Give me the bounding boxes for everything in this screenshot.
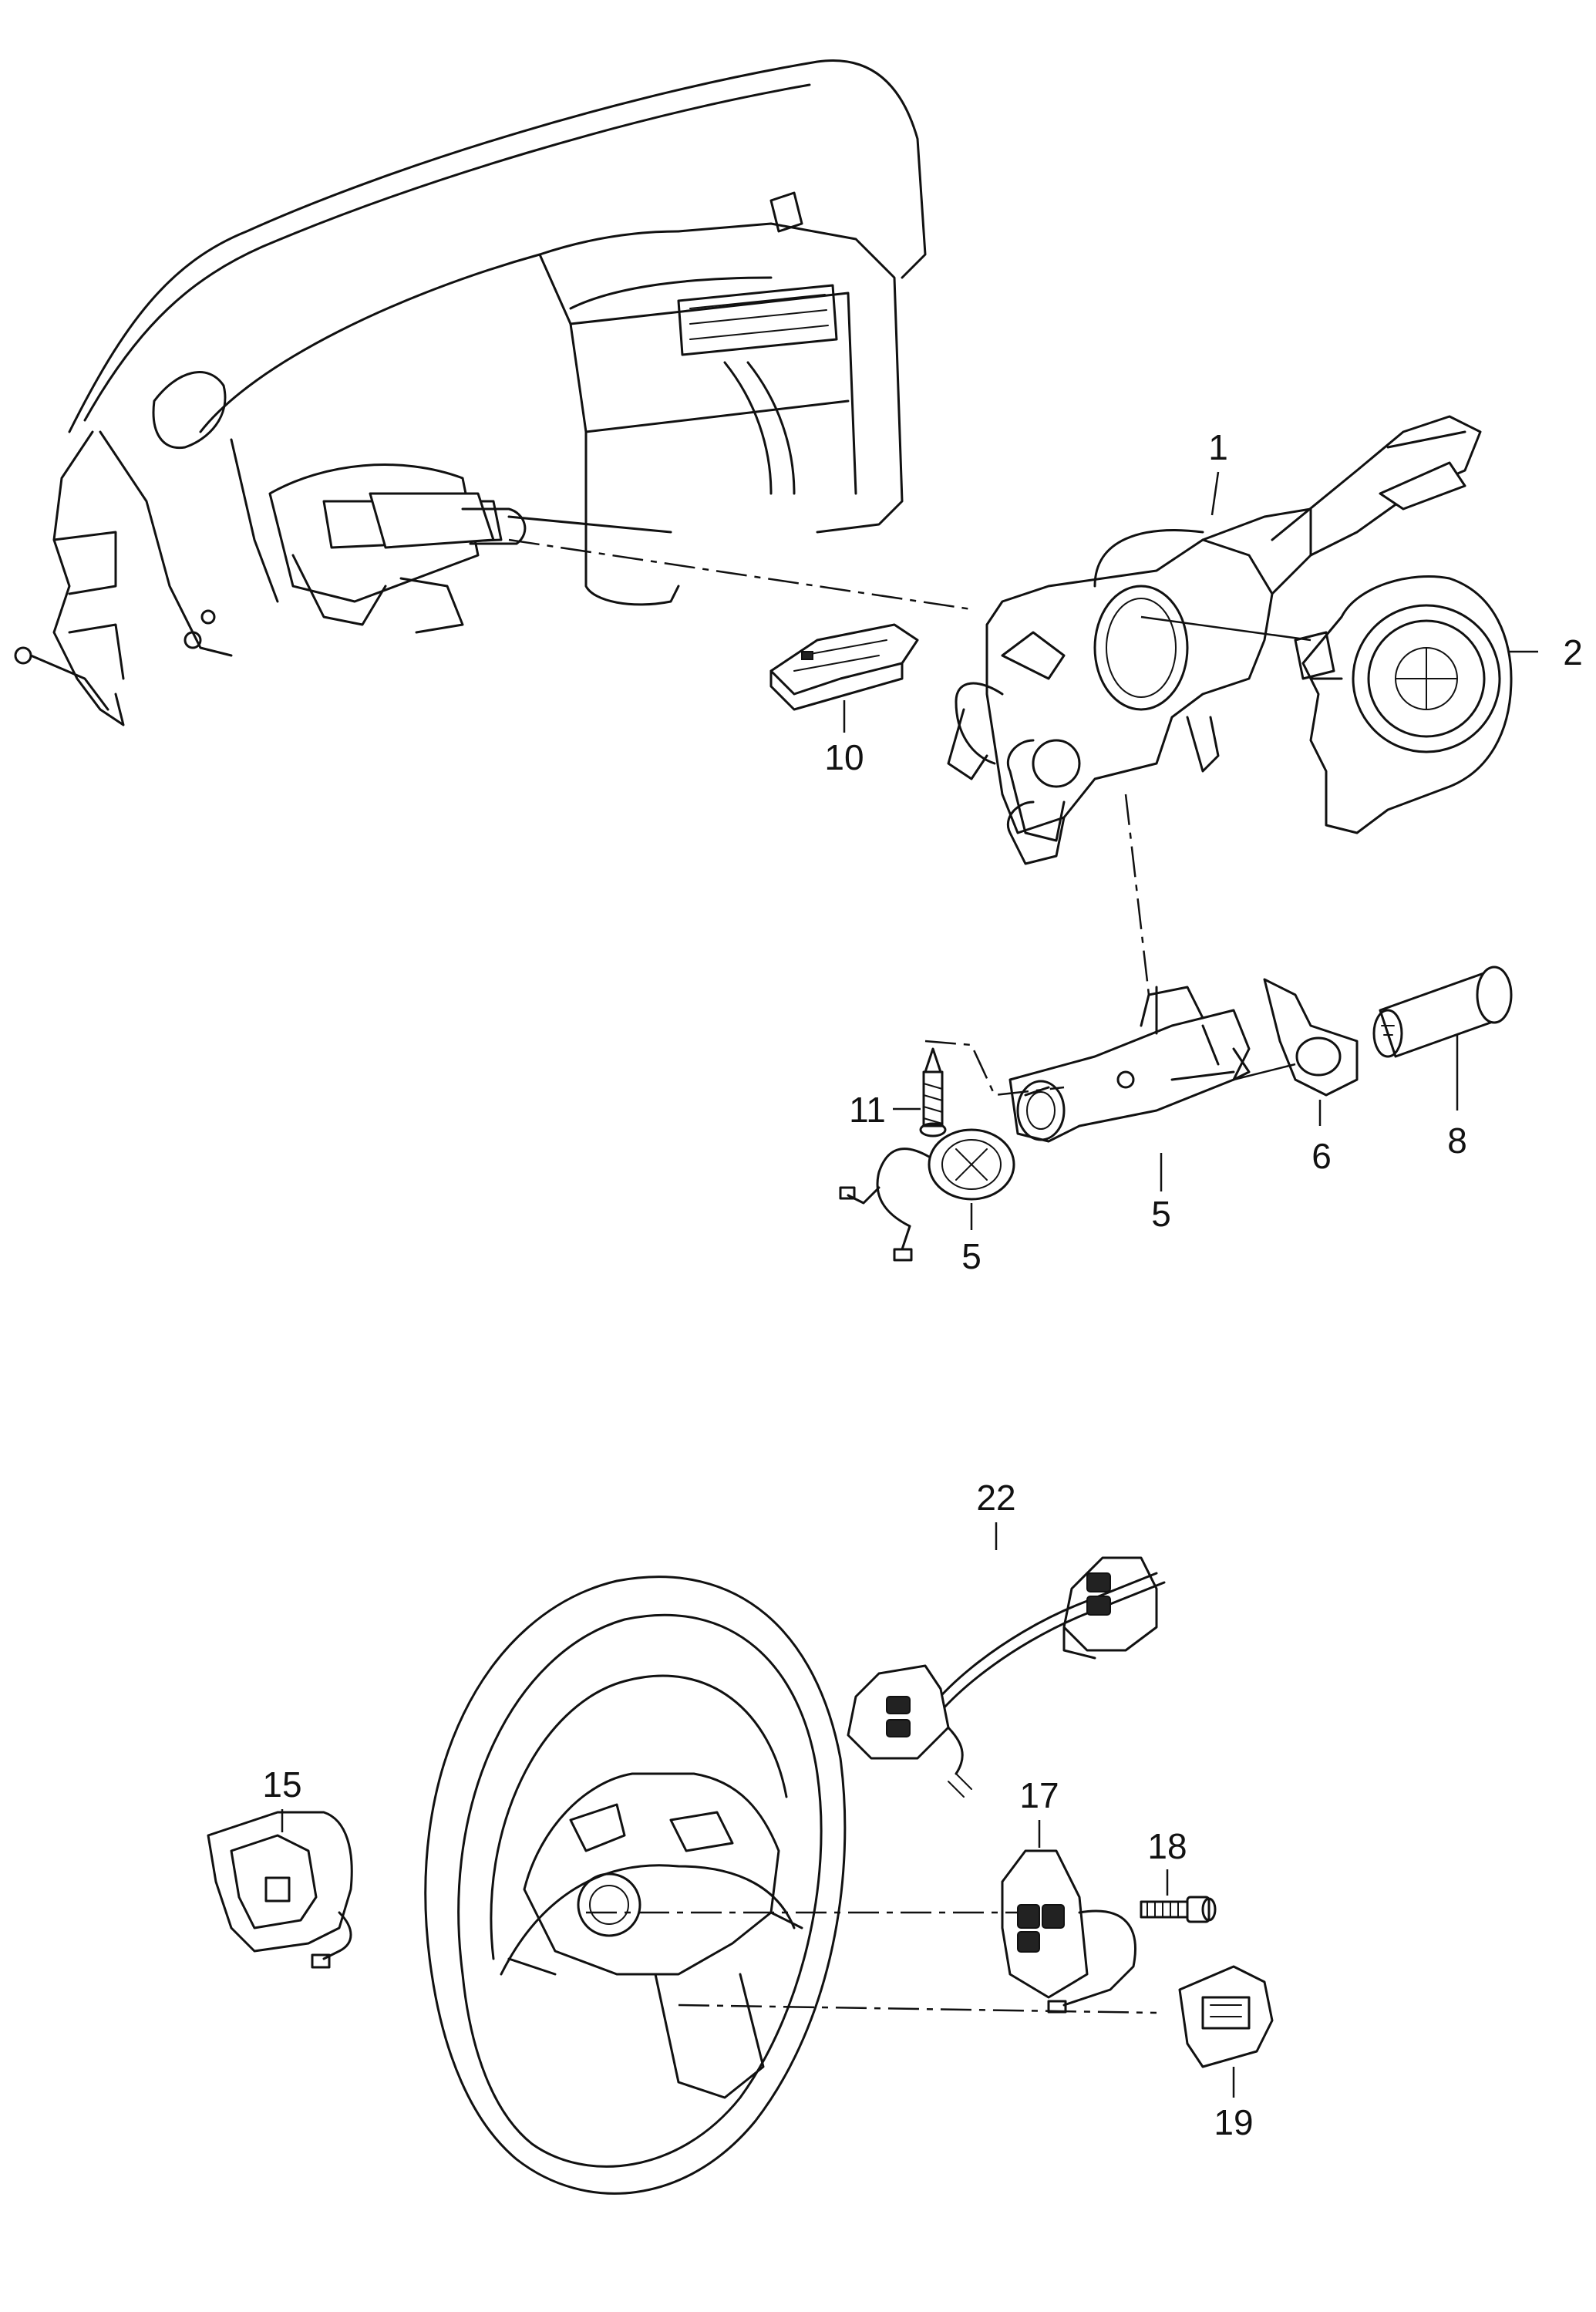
connector-part-10 — [769, 623, 919, 711]
callout-19: 19 — [1214, 2102, 1253, 2142]
assembly-line-housing-to-cylinder — [1233, 1063, 1296, 1081]
clock-spring — [1294, 575, 1513, 834]
right-multifunction-button — [1001, 1849, 1136, 2014]
callout-22: 22 — [976, 1478, 1015, 1518]
screw — [1140, 1896, 1217, 1923]
assembly-line-housing-to-bolt — [924, 1040, 1065, 1097]
callout-10: 10 — [824, 737, 864, 777]
lock-cylinder-housing-part-6 — [1263, 978, 1359, 1097]
callout-5: 5 — [961, 1236, 982, 1276]
callout-2: 2 — [1563, 632, 1583, 672]
dashboard-illustration — [14, 59, 927, 726]
assembly-line-column-to-switch — [508, 538, 972, 611]
shear-bolt — [919, 1047, 947, 1137]
callout-15: 15 — [262, 1764, 301, 1805]
steering-column-switch — [947, 415, 1482, 865]
steering-lock-housing — [1008, 986, 1251, 1143]
callout-6: 6 — [1311, 1136, 1332, 1176]
callout-4: 5 — [1151, 1194, 1171, 1234]
multifunction-button-harness — [847, 1556, 1166, 1798]
callout-18: 18 — [1147, 1826, 1187, 1866]
connector-part-19 — [1178, 1965, 1274, 2068]
lock-cylinder — [1372, 966, 1513, 1058]
assembly-line-switch-to-clockspring — [1140, 615, 1311, 642]
leader-1 — [1210, 471, 1220, 516]
callout-1: 1 — [1208, 427, 1228, 467]
assembly-line-wheel-to-part-19 — [678, 2004, 1157, 2014]
left-button-trim — [207, 1811, 353, 1969]
steering-wheel — [424, 1576, 847, 2195]
callout-11: 11 — [849, 1090, 886, 1130]
ignition-switch — [839, 1128, 1015, 1262]
callout-17: 17 — [1019, 1775, 1059, 1815]
assembly-line-switch-to-housing — [1124, 794, 1150, 996]
callout-8: 8 — [1447, 1121, 1467, 1161]
